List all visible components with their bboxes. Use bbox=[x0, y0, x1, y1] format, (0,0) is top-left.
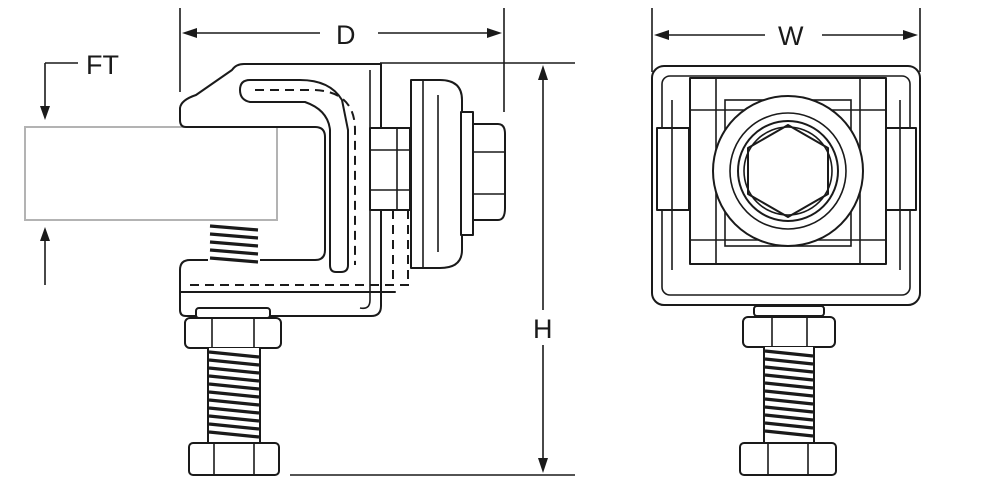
ft-dimension: FT bbox=[40, 50, 119, 285]
front-screw-head bbox=[739, 442, 837, 476]
front-hex-nut bbox=[747, 124, 829, 218]
front-set-screw bbox=[739, 305, 837, 476]
side-set-screw bbox=[184, 222, 282, 476]
d-dimension: D bbox=[179, 8, 505, 112]
hidden-hook bbox=[255, 89, 356, 265]
clamp-body bbox=[179, 63, 382, 317]
square-nut bbox=[369, 127, 411, 211]
front-view: W bbox=[651, 8, 921, 476]
side-screw-head bbox=[188, 442, 280, 476]
side-view: FT D H bbox=[24, 8, 575, 476]
side-hex-nut bbox=[472, 123, 506, 221]
h-dimension: H bbox=[290, 62, 575, 476]
side-jam-nut bbox=[184, 317, 282, 349]
large-washer bbox=[410, 79, 463, 269]
front-jam-nut bbox=[742, 316, 836, 348]
w-dimension: W bbox=[651, 8, 921, 72]
lock-washer bbox=[460, 111, 474, 236]
body-slot bbox=[239, 79, 349, 273]
ft-label: FT bbox=[86, 50, 119, 80]
w-label: W bbox=[778, 21, 804, 51]
beam-flange bbox=[24, 126, 278, 221]
h-label: H bbox=[533, 314, 553, 344]
d-label: D bbox=[336, 20, 356, 50]
